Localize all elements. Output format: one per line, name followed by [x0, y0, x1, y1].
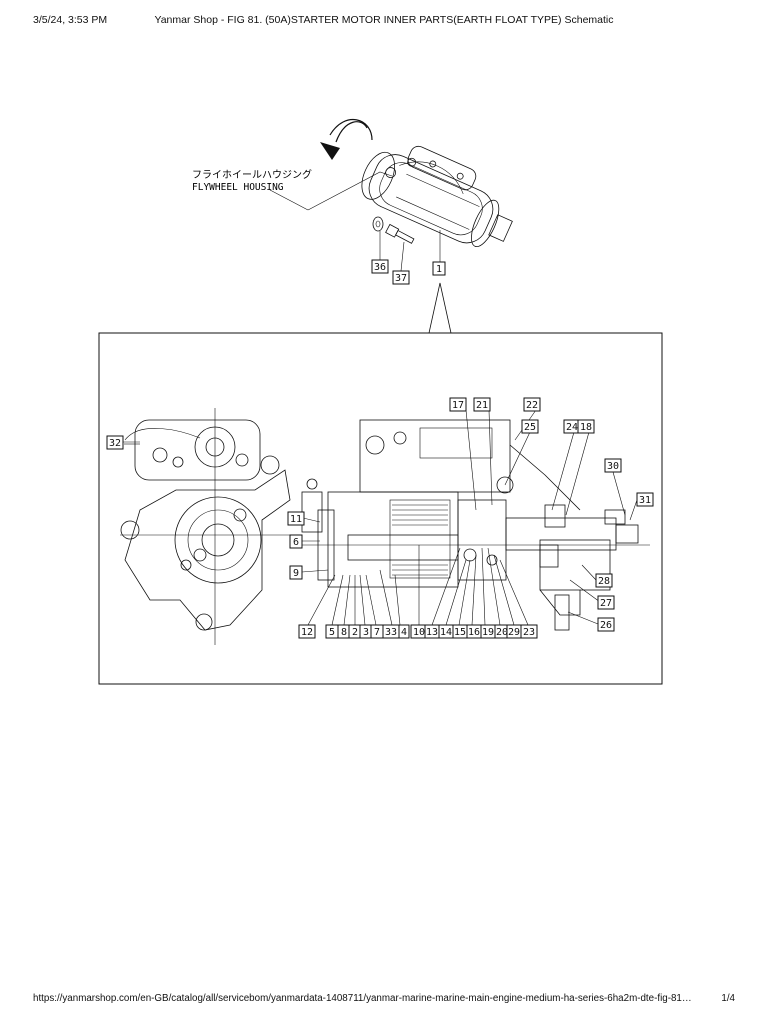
- callout-5: 5: [325, 624, 339, 639]
- svg-text:9: 9: [293, 568, 299, 579]
- callout-23: 23: [520, 624, 538, 639]
- callout-25: 25: [521, 419, 539, 434]
- callout-31: 31: [636, 492, 654, 507]
- callout-3: 3: [359, 624, 373, 639]
- page-number: 1/4: [721, 993, 735, 1004]
- svg-text:3: 3: [363, 627, 369, 638]
- callout-22: 22: [523, 397, 541, 412]
- callout-2: 2: [348, 624, 362, 639]
- svg-text:29: 29: [508, 627, 520, 638]
- callout-12: 12: [298, 624, 316, 639]
- svg-text:15: 15: [454, 627, 466, 638]
- callout-18: 18: [577, 419, 595, 434]
- svg-text:17: 17: [452, 400, 464, 411]
- callout-9: 9: [289, 565, 303, 580]
- svg-text:32: 32: [109, 438, 121, 449]
- svg-text:36: 36: [374, 262, 386, 273]
- callout-11: 11: [287, 511, 305, 526]
- starter-cross-section-drawing: [296, 419, 650, 631]
- callout-13: 13: [424, 624, 440, 639]
- svg-text:30: 30: [607, 461, 619, 472]
- flywheel-housing-label-en: FLYWHEEL HOUSING: [192, 182, 284, 193]
- callout-4: 4: [398, 624, 410, 639]
- svg-text:10: 10: [413, 627, 425, 638]
- callout-7: 7: [370, 624, 384, 639]
- svg-text:22: 22: [526, 400, 538, 411]
- callout-37: 37: [392, 270, 410, 285]
- callout-14: 14: [438, 624, 454, 639]
- svg-text:26: 26: [600, 620, 612, 631]
- svg-text:21: 21: [476, 400, 488, 411]
- callout-32: 32: [106, 435, 124, 450]
- svg-text:11: 11: [290, 514, 302, 525]
- svg-text:20: 20: [496, 627, 508, 638]
- svg-text:19: 19: [482, 627, 494, 638]
- page-url: https://yanmarshop.com/en-GB/catalog/all…: [33, 993, 692, 1004]
- svg-text:33: 33: [385, 627, 397, 638]
- callout-29: 29: [506, 624, 522, 639]
- callout-36: 36: [371, 259, 389, 274]
- detail-frame: [98, 332, 663, 685]
- svg-text:23: 23: [523, 627, 535, 638]
- page-title: Yanmar Shop - FIG 81. (50A)STARTER MOTOR…: [154, 14, 614, 26]
- flywheel-housing-label-jp: フライホイールハウジング: [192, 168, 312, 181]
- callout-1: 1: [432, 261, 446, 276]
- svg-text:12: 12: [301, 627, 313, 638]
- svg-text:6: 6: [293, 537, 299, 548]
- callout-28: 28: [595, 573, 613, 588]
- starter-end-view-drawing: [120, 408, 300, 645]
- svg-text:27: 27: [600, 598, 612, 609]
- callout-6: 6: [289, 534, 303, 549]
- svg-text:31: 31: [639, 495, 651, 506]
- callout-leaders: [123, 409, 638, 626]
- svg-text:25: 25: [524, 422, 536, 433]
- starter-motor-overview-drawing: [269, 118, 513, 334]
- callout-16: 16: [466, 624, 482, 639]
- svg-text:13: 13: [426, 627, 438, 638]
- callout-17: 17: [449, 397, 467, 412]
- callout-30: 30: [604, 458, 622, 473]
- svg-text:14: 14: [440, 627, 452, 638]
- svg-text:8: 8: [341, 627, 347, 638]
- callout-19: 19: [480, 624, 496, 639]
- callout-26: 26: [597, 617, 615, 632]
- svg-text:5: 5: [329, 627, 335, 638]
- svg-text:24: 24: [566, 422, 578, 433]
- svg-text:16: 16: [468, 627, 480, 638]
- print-date: 3/5/24, 3:53 PM: [33, 14, 108, 26]
- callout-21: 21: [473, 397, 491, 412]
- svg-text:37: 37: [395, 273, 407, 284]
- svg-text:7: 7: [374, 627, 380, 638]
- svg-text:4: 4: [401, 627, 407, 638]
- callout-33: 33: [382, 624, 400, 639]
- callout-8: 8: [337, 624, 351, 639]
- svg-text:18: 18: [580, 422, 592, 433]
- svg-text:28: 28: [598, 576, 610, 587]
- callout-27: 27: [597, 595, 615, 610]
- svg-text:1: 1: [436, 264, 442, 275]
- callout-15: 15: [452, 624, 468, 639]
- svg-text:2: 2: [352, 627, 358, 638]
